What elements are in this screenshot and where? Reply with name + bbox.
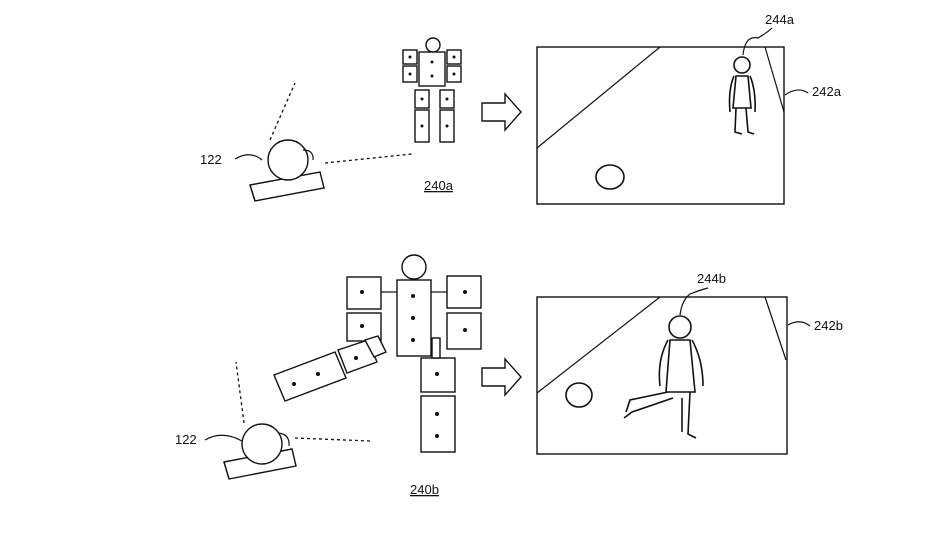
screen-bottom [536,296,788,455]
robot-bottom [273,254,482,453]
robot-top-label: 240a [424,178,454,193]
screen-bottom-label: 242b [814,318,843,333]
character-bottom-leader [679,287,709,316]
screen-top-wall-edge-right [764,46,785,113]
arrow-top [481,92,522,132]
screen-top-label: 242a [812,84,842,99]
camera-bottom-leader [204,434,243,442]
screen-top-wall-edge [536,46,661,149]
screen-bottom-leader [787,321,811,327]
camera-bottom-view-line-1 [235,361,245,424]
camera-bottom-label: 122 [175,432,197,447]
character-top [728,56,756,135]
camera-top [249,139,325,202]
character-bottom [623,315,704,439]
character-top-label: 244a [765,12,795,27]
camera-top-leader [234,154,263,161]
camera-top-label: 122 [200,152,222,167]
ball-bottom [565,382,593,408]
ball-top [595,164,625,190]
character-bottom-label: 244b [697,271,726,286]
screen-bottom-wall-edge-right [764,296,787,361]
robot-top [402,37,462,143]
camera-top-view-line-1 [269,82,296,141]
arrow-bottom [481,357,522,397]
screen-top-leader [784,89,809,96]
screen-bottom-wall-edge [536,296,661,394]
camera-top-view-line-2 [324,153,413,164]
robot-bottom-label: 240b [410,482,439,497]
camera-bottom-view-line-2 [294,437,371,442]
camera-bottom [223,423,297,480]
character-top-leader [742,27,773,56]
